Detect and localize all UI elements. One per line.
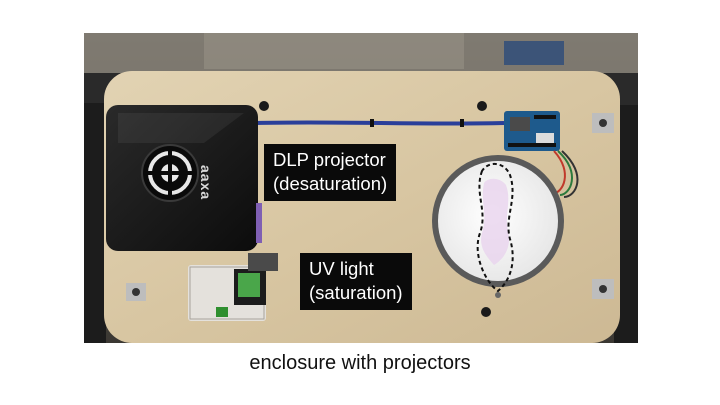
dlp-label-line1: DLP projector	[273, 149, 386, 170]
projector-logo: aaxa	[198, 165, 214, 201]
enclosure-photo	[84, 33, 638, 343]
uv-light-module	[188, 253, 278, 321]
uv-label-line2: (saturation)	[309, 282, 403, 303]
dlp-projector	[106, 105, 262, 251]
sample-outline	[476, 163, 514, 293]
dlp-label-line2: (desaturation)	[273, 173, 388, 194]
figure-caption: enclosure with projectors	[249, 352, 471, 374]
projection-disk	[432, 155, 564, 293]
usb-cable	[255, 120, 505, 126]
uv-label-line1: UV light	[309, 258, 374, 279]
dlp-projector-label: DLP projector (desaturation)	[264, 144, 397, 201]
uv-light-label: UV light (saturation)	[300, 253, 412, 310]
arduino-board	[504, 111, 560, 151]
